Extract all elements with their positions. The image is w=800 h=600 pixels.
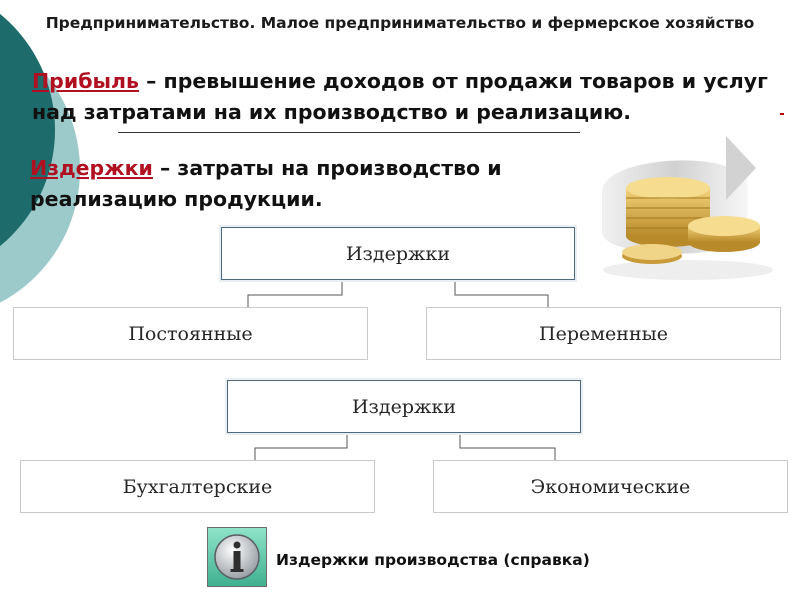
variable-costs-box: Переменные [426,307,781,360]
fixed-costs-label: Постоянные [128,322,253,345]
info-icon[interactable] [207,527,267,587]
costs-root-label-2: Издержки [351,395,457,418]
costs-root-box-2: Издержки [227,380,581,433]
profit-definition: Прибыль – превышение доходов от продажи … [32,66,792,128]
costs-root-label-1: Издержки [345,242,451,265]
variable-costs-label: Переменные [539,322,668,345]
underline-divider [118,132,580,133]
profit-term: Прибыль [32,69,140,93]
costs-term: Издержки [30,156,153,180]
slide-title: Предпринимательство. Малое предпринимате… [45,14,755,32]
reference-link[interactable]: Издержки производства (справка) [276,551,590,569]
profit-text: – превышение доходов от продажи товаров … [32,69,768,124]
economic-costs-box: Экономические [433,460,788,513]
decorative-mark [780,113,784,115]
economic-costs-label: Экономические [530,475,691,498]
accounting-costs-label: Бухгалтерские [122,475,273,498]
accounting-costs-box: Бухгалтерские [20,460,375,513]
decorative-arc [0,0,90,320]
costs-definition: Издержки – затраты на производство и реа… [30,153,590,215]
fixed-costs-box: Постоянные [13,307,368,360]
coins-illustration [596,132,780,282]
costs-root-box-1: Издержки [221,227,575,280]
costs-text: – затраты на производство и реализацию п… [30,156,502,211]
